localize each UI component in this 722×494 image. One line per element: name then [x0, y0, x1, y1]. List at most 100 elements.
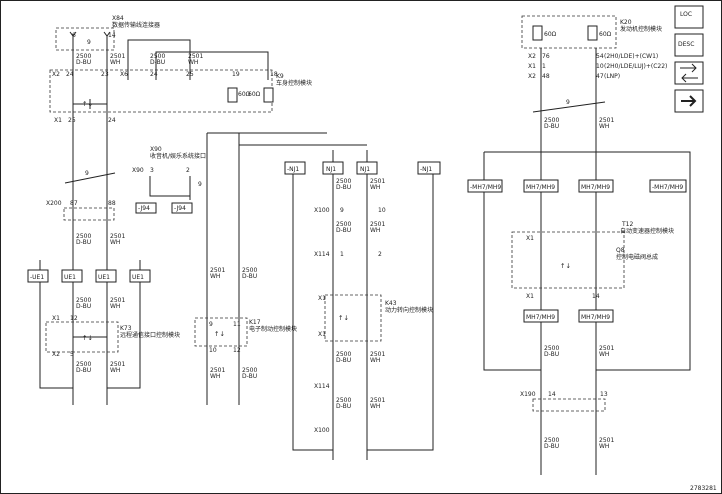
nj1-label-dbub: D-BU	[336, 227, 351, 234]
telematics-x2: X2	[52, 351, 60, 358]
legend-desc-label: DESC	[678, 41, 694, 48]
engine-variant-2: (2H0/LDE/LUJ)+(C22)	[604, 63, 667, 70]
chassis-pin-10: 10	[209, 347, 217, 354]
splice-nj1-3	[356, 161, 378, 175]
terminator-value-1: 60Ω	[238, 91, 251, 98]
x190-code: X190	[520, 391, 536, 398]
group-engine-ctrl: K20 发动机控制模块 60Ω 60Ω X2 76 54 X1 1 10 X2 …	[521, 15, 667, 475]
splice-mh7-2-label: MH7/MH9	[526, 184, 555, 191]
splice-mh7-3	[578, 179, 614, 193]
legend-desc-box[interactable]	[674, 33, 704, 57]
mh7-outer-wires	[483, 151, 691, 371]
wr-label-dbu: D-BU	[150, 59, 165, 66]
engine-pin-10: 10	[596, 63, 604, 70]
telematics-arrows: ↑↓	[82, 334, 93, 342]
group-ue1: -UE1 UE1 UE1 UE1 2500 D-BU 2501 WH	[27, 260, 151, 389]
radio-wires	[149, 176, 191, 200]
x200-label-wh: WH	[110, 239, 120, 246]
mh7-label-wh: WH	[599, 351, 609, 358]
wl-label-2501-a: 2501	[110, 53, 125, 60]
trans-pin-14: 14	[592, 293, 600, 300]
group-x200: X200 87 88 2500 D-BU 2501 WH	[46, 200, 125, 246]
nj1-pin-9: 9	[340, 207, 344, 214]
tel-label-2500: 2500	[76, 361, 91, 368]
chassis-pin-9: 9	[209, 321, 213, 328]
chassis-wires	[206, 132, 367, 405]
mh7-label-2501: 2501	[599, 345, 614, 352]
ue1-label-2500: 2500	[76, 297, 91, 304]
splice-nj1-3-label: NJ1	[360, 166, 370, 173]
chassis-label-2500: 2500	[242, 267, 257, 274]
engine-pin-47: 47	[596, 73, 604, 80]
splice-j94-a	[135, 202, 157, 214]
splice-j94-a-label: -J94	[138, 205, 150, 212]
x200-label-2500: 2500	[76, 233, 91, 240]
splice-nj1-1-label: -NJ1	[287, 166, 299, 173]
nj1-label-2501c: 2501	[370, 351, 385, 358]
splice-mh7-6-label: MH7/MH9	[581, 314, 610, 321]
mh7-label-2500: 2500	[544, 345, 559, 352]
nj1-label-dbud: D-BU	[336, 403, 351, 410]
chassis-label-whb: WH	[210, 373, 220, 380]
ue1-label-wh: WH	[110, 303, 120, 310]
datalink-code: X84	[112, 15, 124, 22]
splice-mh7-5	[523, 309, 559, 323]
legend-loc-label: LOC	[680, 11, 692, 18]
splice-mh7-5-label: MH7/MH9	[526, 314, 555, 321]
trans-x1: X1	[526, 235, 534, 242]
nj1-label-2500c: 2500	[336, 351, 351, 358]
x190-box	[532, 398, 606, 412]
x200-code: X200	[46, 200, 62, 207]
nj1-label-whc: WH	[370, 357, 380, 364]
nj1-x100b: X100	[314, 427, 330, 434]
splice-mh7-4-label: -MH7/MH9	[652, 184, 683, 191]
trans-ctrl-code: T12	[621, 221, 633, 228]
rear-ctrl-pin-23: 23	[101, 71, 109, 78]
steering-arrows: ↑↓	[338, 314, 349, 322]
nj1-x100: X100	[314, 207, 330, 214]
engine-label-wh: WH	[599, 123, 609, 130]
x200-pin-87: 87	[70, 200, 78, 207]
wr-label-2500: 2500	[150, 53, 165, 60]
datalink-pin-6: 6	[72, 32, 76, 39]
telematics-pin-5: 5	[70, 351, 74, 358]
steering-x1: X1	[318, 295, 326, 302]
nj1-label-2500d: 2500	[336, 397, 351, 404]
splice-nj1-4-label: -NJ1	[420, 166, 432, 173]
group-rear-ctrl: K9 车身控制模块 X2 24 23 X6 24 25 19 18 60Ω 60…	[49, 39, 312, 124]
tel-label-2501: 2501	[110, 361, 125, 368]
legend-loc-box[interactable]	[674, 5, 704, 29]
nj1-label-2500b: 2500	[336, 221, 351, 228]
ue1-label-2501: 2501	[110, 297, 125, 304]
nj1-label-whd: WH	[370, 403, 380, 410]
chassis-label-2501b: 2501	[210, 367, 225, 374]
nj1-outer-wires	[292, 170, 434, 451]
engine-terminator-1	[532, 25, 543, 41]
engine-x1: X1	[528, 63, 536, 70]
engine-variant-3: (LNP)	[604, 73, 620, 80]
rear-ctrl-arrows: ↑↓	[82, 100, 93, 108]
engine-ctrl-box	[521, 15, 617, 49]
nj1-pin-1: 1	[340, 251, 344, 258]
x200-box	[63, 207, 115, 221]
wire-pair-left: 2500 D-BU 2501 WH 9	[64, 36, 125, 405]
x190-pin-14: 14	[548, 391, 556, 398]
swap-icon-box[interactable]	[674, 61, 704, 85]
group-nj1: -NJ1 NJ1 NJ1 -NJ1 2500 D-BU 2501 WH X100…	[284, 150, 441, 460]
splice-ue1-2-label: UE1	[64, 274, 76, 281]
splice-ue1-3	[95, 269, 117, 283]
rear-ctrl-pin-25b: 25	[68, 117, 76, 124]
radio-label: 收音机/娱乐系统接口	[150, 152, 206, 160]
steering-x1b: X1	[318, 331, 326, 338]
engine-ctrl-code: K20	[620, 19, 632, 26]
x190-label-2501: 2501	[599, 437, 614, 444]
engine-term-value-1: 60Ω	[544, 31, 557, 38]
engine-label-2501: 2501	[599, 117, 614, 124]
engine-x2: X2	[528, 53, 536, 60]
rear-ctrl-label: 车身控制模块	[276, 79, 312, 87]
nj1-label-dbuc: D-BU	[336, 357, 351, 364]
splice-ue1-4-label: UE1	[132, 274, 144, 281]
splice-mh7-1	[467, 179, 503, 193]
wl-label-2500-a: 2500	[76, 53, 91, 60]
